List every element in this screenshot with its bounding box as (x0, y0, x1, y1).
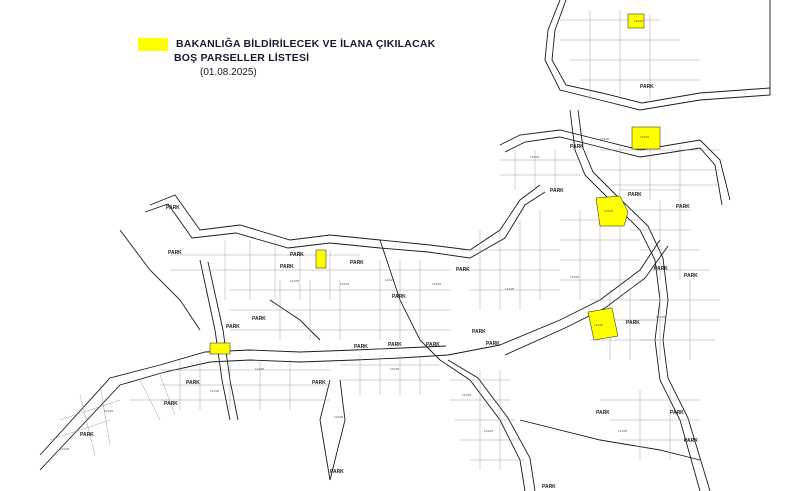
park-label: PARK (486, 341, 500, 347)
park-label: PARK (456, 267, 470, 273)
highlight-parcel (315, 249, 327, 269)
park-label: PARK (168, 250, 182, 256)
parcel-number: 1234/5 (104, 409, 114, 413)
parcel-number: 1234/5 (634, 19, 644, 23)
park-label: PARK (684, 438, 698, 444)
park-label: PARK (670, 410, 684, 416)
park-label: PARK (570, 144, 584, 150)
parcel-number: 1234/5 (484, 429, 494, 433)
parcel-number: 1234/5 (600, 137, 610, 141)
park-label: PARK (330, 469, 344, 475)
parcel-lines (49, 10, 720, 470)
park-label: PARK (626, 320, 640, 326)
parcel-number: 1234/5 (340, 282, 350, 286)
highlight-parcel (587, 307, 619, 341)
parcel-number: 1234/5 (334, 415, 344, 419)
parcel-number: 1234/5 (432, 282, 442, 286)
parcel-number: 1234/5 (618, 429, 628, 433)
parcel-number: 1234/5 (210, 389, 220, 393)
park-labels: PARK PARK PARK PARK PARK PARK PARK PARK … (80, 84, 698, 490)
park-label: PARK (290, 252, 304, 258)
parcel-number: 1234/5 (530, 155, 540, 159)
map-legend: BAKANLIĞA BİLDİRİLECEK VE İLANA ÇIKILACA… (138, 38, 435, 108)
parcel-number-labels: 1234/5 1234/5 1234/5 1234/5 1234/5 1234/… (60, 19, 666, 451)
park-label: PARK (280, 264, 294, 270)
highlighted-parcels (209, 13, 661, 355)
highlight-parcel (627, 13, 645, 29)
parcel-number: 1234/5 (656, 315, 666, 319)
park-label: PARK (80, 432, 94, 438)
highlight-parcel (209, 342, 231, 355)
parcel-number: 1234/5 (60, 447, 70, 451)
parcel-number: 1234/5 (255, 367, 265, 371)
park-label: PARK (226, 324, 240, 330)
park-label: PARK (252, 316, 266, 322)
highlight-parcel (631, 126, 661, 150)
park-label: PARK (166, 205, 180, 211)
parcel-number: 1234/5 (462, 393, 472, 397)
legend-title-line2: BOŞ PARSELLER LİSTESİ (174, 52, 310, 64)
parcel-number: 1234/5 (385, 278, 395, 282)
legend-title-line1: BAKANLIĞA BİLDİRİLECEK VE İLANA ÇIKILACA… (176, 38, 436, 50)
park-label: PARK (676, 204, 690, 210)
parcel-number: 1234/5 (390, 367, 400, 371)
park-label: PARK (164, 401, 178, 407)
park-label: PARK (186, 380, 200, 386)
park-label: PARK (628, 192, 642, 198)
parcel-number: 1234/5 (640, 135, 650, 139)
park-label: PARK (596, 410, 610, 416)
park-label: PARK (542, 484, 556, 490)
parcel-number: 1234/5 (290, 279, 300, 283)
park-label: PARK (640, 84, 654, 90)
park-label: PARK (354, 344, 368, 350)
park-label: PARK (472, 329, 486, 335)
park-label: PARK (312, 380, 326, 386)
park-label: PARK (350, 260, 364, 266)
park-label: PARK (388, 342, 402, 348)
legend-date: (01.08.2025) (200, 67, 257, 78)
legend-swatch (138, 38, 168, 51)
parcel-number: 1234/5 (570, 275, 580, 279)
park-label: PARK (550, 188, 564, 194)
highlight-parcel (595, 195, 629, 227)
parcel-number: 1234/5 (505, 287, 515, 291)
parcel-number: 1234/5 (604, 209, 614, 213)
park-label: PARK (654, 266, 668, 272)
park-label: PARK (684, 273, 698, 279)
parcel-number: 1234/5 (594, 323, 604, 327)
park-label: PARK (392, 294, 406, 300)
park-label: PARK (426, 342, 440, 348)
